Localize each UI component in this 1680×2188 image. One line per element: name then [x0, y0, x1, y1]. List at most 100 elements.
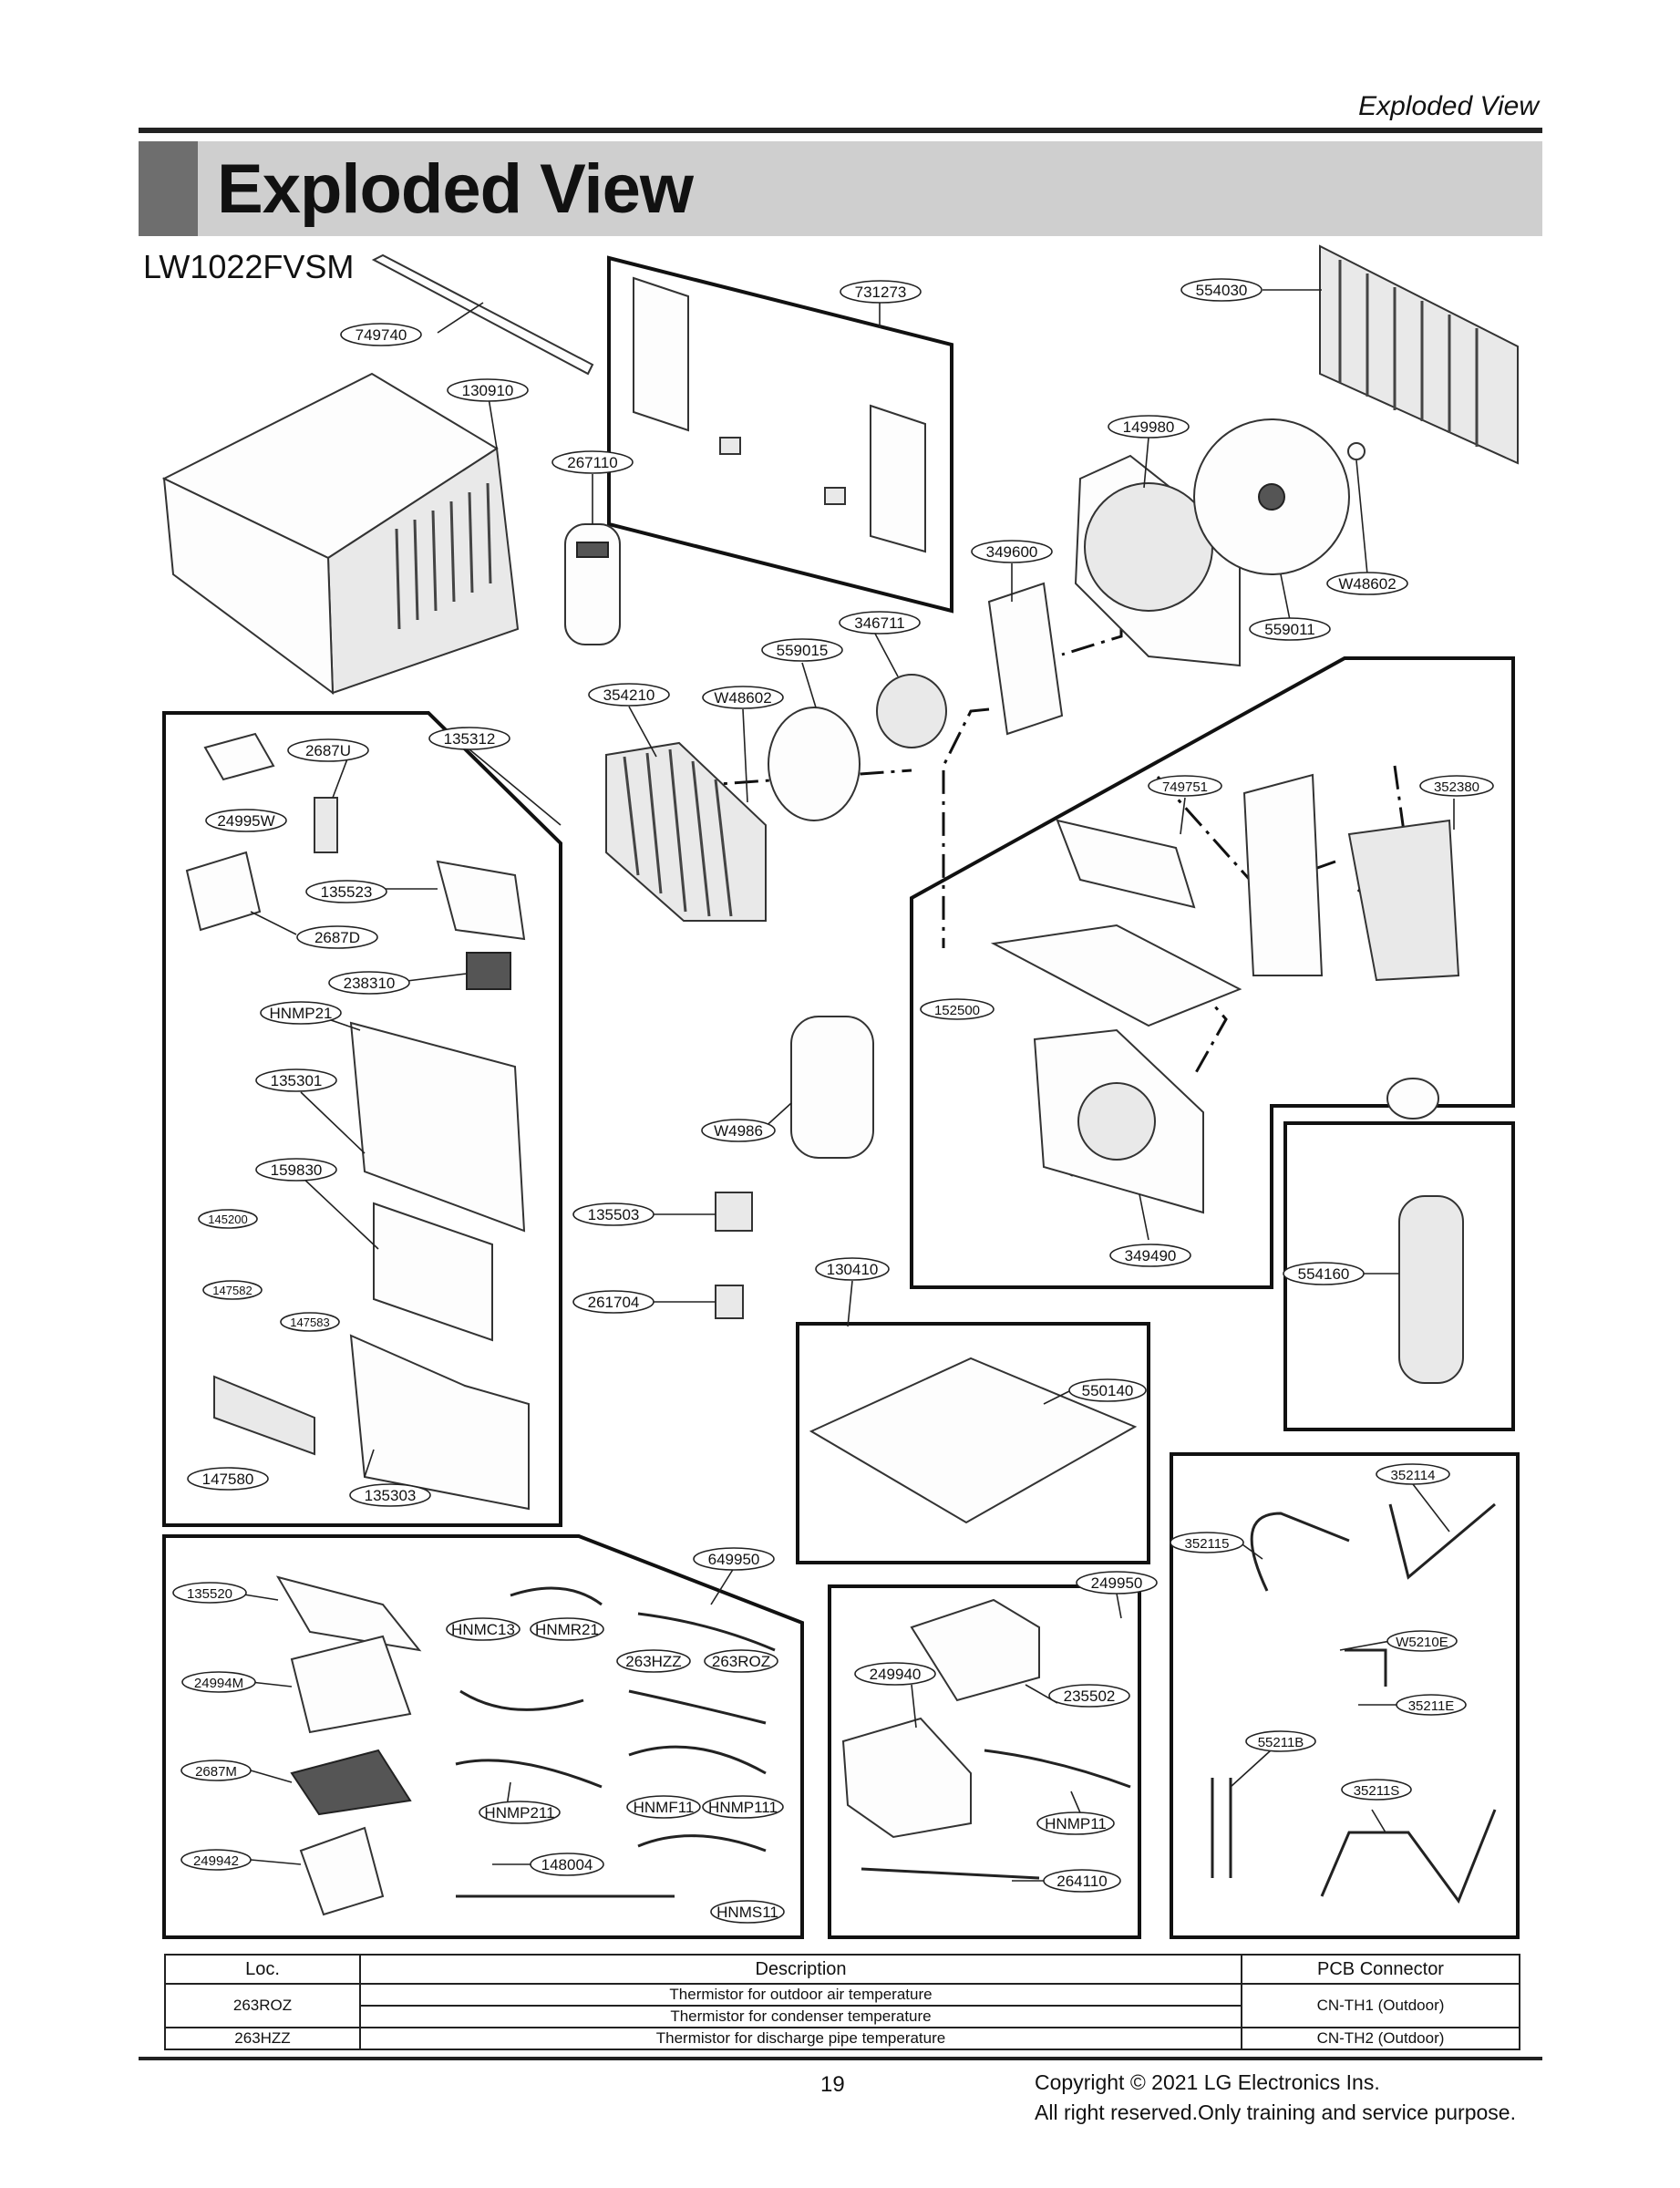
callout-W48602-b: W48602: [702, 686, 784, 709]
fan-hub: [1258, 483, 1285, 511]
part-number-label: 349490: [1125, 1247, 1177, 1264]
condenser-fins: [1338, 260, 1479, 447]
callout-249940: 249940: [854, 1662, 936, 1686]
part-number-label: 24995W: [217, 812, 274, 830]
control-box-cover: [275, 1575, 422, 1652]
callout-2687U: 2687U: [287, 738, 369, 762]
part-number-label: 2687M: [195, 1764, 237, 1780]
callout-2687D: 2687D: [296, 925, 378, 949]
side-curtain-right: [870, 404, 926, 553]
callout-24995W: 24995W: [205, 809, 287, 832]
part-number-label: HNMP111: [708, 1799, 778, 1816]
part-number-label: 349600: [986, 543, 1038, 561]
callout-HNMP111: HNMP111: [702, 1795, 784, 1819]
drain-pan: [990, 924, 1242, 1027]
callout-130410: 130410: [815, 1257, 890, 1281]
part-number-label: HNMP21: [270, 1005, 333, 1022]
callout-HNMC13: HNMC13: [446, 1617, 520, 1641]
callout-130910: 130910: [447, 378, 529, 402]
part-number-label: 135312: [444, 730, 496, 748]
part-number-label: 749751: [1162, 779, 1208, 795]
callout-249950: 249950: [1076, 1571, 1158, 1595]
control-box-lid: [910, 1598, 1040, 1702]
part-number-label: 267110: [567, 454, 617, 471]
callout-159830: 159830: [255, 1158, 337, 1182]
bracket: [824, 487, 846, 505]
loc-cell: 263ROZ: [164, 1983, 361, 2028]
part-number-label: 649950: [708, 1551, 760, 1568]
orifice-ring: [1077, 1082, 1156, 1161]
compressor: [1398, 1195, 1464, 1384]
pipe-352114: [1388, 1502, 1496, 1580]
transformer: [715, 1285, 744, 1319]
shroud-ring: [1084, 482, 1213, 612]
control-box-pan: [1056, 819, 1196, 909]
part-number-label: 35211E: [1408, 1698, 1455, 1714]
part-number-label: 55211B: [1258, 1735, 1304, 1750]
control-box-249940: [841, 1717, 972, 1839]
relay: [715, 1192, 753, 1232]
callout-147580: 147580: [187, 1467, 269, 1491]
col-description: Description: [359, 1954, 1242, 1985]
part-number-label: 235502: [1064, 1687, 1116, 1705]
pcb-assembly: [290, 1749, 412, 1816]
part-number-label: 149980: [1123, 418, 1175, 436]
callout-261704: 261704: [572, 1290, 654, 1314]
harness-263roz: [628, 1689, 767, 1725]
callout-135523: 135523: [305, 880, 387, 903]
copyright: Copyright © 2021 LG Electronics Ins. All…: [1035, 2068, 1516, 2128]
group-frame-pipes: [1170, 1452, 1520, 1939]
callout-35211E: 35211E: [1396, 1694, 1467, 1716]
pcb-holder: [203, 732, 275, 781]
part-number-label: 249942: [193, 1853, 239, 1869]
callout-749740: 749740: [340, 323, 422, 346]
callout-2687M: 2687M: [180, 1760, 252, 1781]
condenser-coil: [1319, 244, 1519, 465]
part-number-label: 346711: [854, 614, 904, 632]
callout-145200: 145200: [198, 1209, 258, 1229]
callout-135503: 135503: [572, 1202, 654, 1226]
description-cell: Thermistor for condenser temperature: [359, 2005, 1242, 2028]
table-row: 263ROZ Thermistor for outdoor air temper…: [164, 1983, 1520, 2028]
callout-W48602-a: W48602: [1326, 572, 1408, 595]
callout-135312: 135312: [428, 727, 510, 750]
part-number-label: 559015: [777, 642, 829, 659]
evaporator-fins: [623, 748, 733, 917]
group-frame-control-box: [828, 1584, 1141, 1939]
title-accent-block: [139, 141, 198, 236]
callout-346711: 346711: [839, 611, 921, 635]
part-number-label: W5210E: [1396, 1635, 1448, 1650]
callout-235502: 235502: [1048, 1684, 1130, 1708]
pcb-small: [314, 797, 338, 853]
callout-349490: 349490: [1109, 1244, 1191, 1267]
part-number-label: W4986: [714, 1122, 763, 1140]
part-number-label: HNMS11: [716, 1904, 778, 1921]
harness-hnmp211: [455, 1759, 603, 1789]
part-number-label: 135503: [588, 1206, 640, 1223]
part-number-label: 264110: [1056, 1873, 1107, 1890]
part-number-label: 148004: [541, 1856, 593, 1873]
part-number-label: 130910: [462, 382, 514, 399]
top-rule: [139, 128, 1542, 133]
pcb-cell: CN-TH2 (Outdoor): [1241, 2027, 1520, 2050]
description-cell: Thermistor for discharge pipe temperatur…: [359, 2027, 1242, 2050]
page-title: Exploded View: [217, 150, 694, 228]
part-number-label: 354210: [603, 686, 655, 704]
harness-649950: [637, 1612, 776, 1652]
part-number-label: 24994M: [194, 1676, 243, 1691]
part-number-label: 2687U: [305, 742, 351, 759]
part-number-label: 135303: [365, 1487, 417, 1504]
callout-HNMP211: HNMP211: [479, 1801, 561, 1824]
part-number-label: 352115: [1185, 1536, 1230, 1552]
harness-hnmp11: [984, 1749, 1131, 1789]
model-number: LW1022FVSM: [143, 248, 355, 285]
part-number-label: 263HZZ: [625, 1653, 681, 1670]
part-number-label: HNMF11: [634, 1799, 695, 1816]
part-number-label: 159830: [271, 1161, 323, 1179]
callout-352115: 352115: [1170, 1532, 1244, 1553]
callout-135303: 135303: [349, 1483, 431, 1507]
part-number-label: 145200: [208, 1213, 247, 1226]
callout-263ROZ: 263ROZ: [704, 1649, 778, 1673]
pipe-55211b: [1211, 1778, 1232, 1878]
callout-HNMS11: HNMS11: [710, 1900, 785, 1924]
